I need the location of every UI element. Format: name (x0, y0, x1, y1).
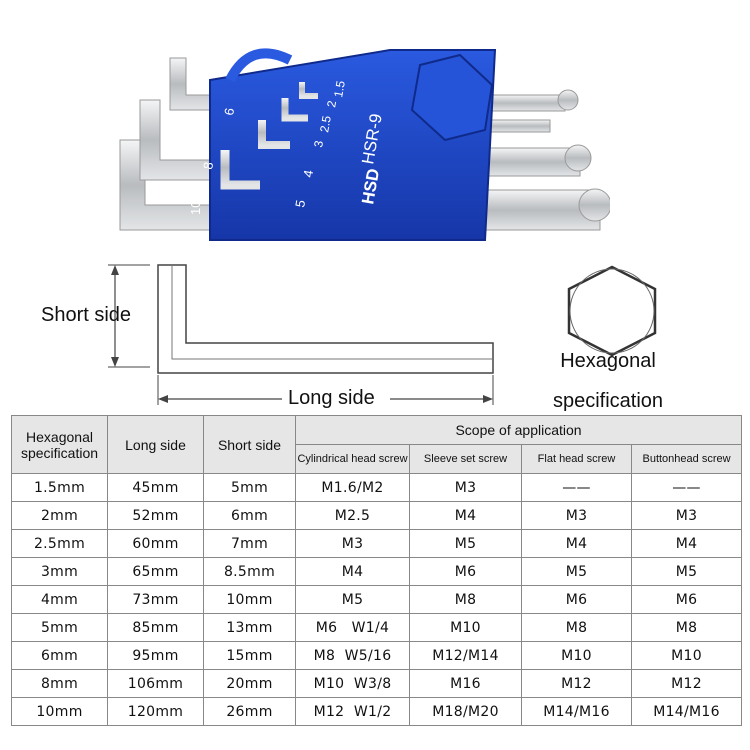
table-cell: 5mm (11, 613, 108, 642)
size-label-4: 4 (300, 169, 316, 179)
table-cell: M3 (295, 529, 410, 558)
table-cell: 4mm (11, 585, 108, 614)
hexagon-icon (567, 265, 657, 357)
short-side-label: Short side (41, 304, 132, 326)
specification-label: specification (552, 390, 664, 412)
table-cell: 8mm (11, 669, 108, 698)
table-cell: 2mm (11, 501, 108, 530)
table-cell: M4 (409, 501, 522, 530)
table-cell: 85mm (107, 613, 204, 642)
hex-key-set-photo: HSD HSR-9 10 8 6 5 4 3 2.5 2 1.5 (119, 48, 610, 241)
table-cell: M12 (630, 669, 743, 698)
table-cell: 95mm (107, 641, 204, 670)
table-cell: 45mm (107, 473, 204, 502)
table-cell: M5 (409, 529, 522, 558)
table-cell: 60mm (107, 529, 204, 558)
table-cell: M6 (409, 557, 522, 586)
table-cell: M8 (630, 613, 743, 642)
table-cell: M3 (630, 501, 743, 530)
table-cell: 120mm (107, 697, 204, 726)
table-cell: M6 (630, 585, 743, 614)
header-buttonhead: Buttonhead screw (630, 444, 743, 474)
table-cell: 52mm (107, 501, 204, 530)
size-label-2: 2 (324, 99, 339, 108)
table-cell: M3 (521, 501, 632, 530)
table-cell: M10 (409, 613, 522, 642)
table-cell: M5 (295, 585, 410, 614)
table-cell: 6mm (11, 641, 108, 670)
table-cell: 1.5mm (11, 473, 108, 502)
table-cell: M5 (630, 557, 743, 586)
long-side-label: Long side (288, 387, 375, 409)
table-cell: M8 (521, 613, 632, 642)
size-label-5: 5 (292, 199, 308, 209)
table-cell: 6mm (203, 501, 296, 530)
table-cell: M8 (409, 585, 522, 614)
table-cell: M6 (521, 585, 632, 614)
table-cell: M4 (295, 557, 410, 586)
table-cell: M3 (409, 473, 522, 502)
table-cell: 26mm (203, 697, 296, 726)
size-label-2-5: 2.5 (317, 114, 334, 133)
header-flat-head: Flat head screw (521, 444, 632, 474)
table-cell: 65mm (107, 557, 204, 586)
table-cell: 73mm (107, 585, 204, 614)
table-cell: M6 W1/4 (295, 613, 410, 642)
table-cell: M10 W3/8 (295, 669, 410, 698)
header-long-side: Long side (107, 415, 204, 474)
size-label-6: 6 (221, 107, 237, 117)
table-cell: M2.5 (295, 501, 410, 530)
header-scope: Scope of application (294, 415, 743, 445)
table-cell: 7mm (203, 529, 296, 558)
table-cell: —— (630, 473, 743, 502)
hexagonal-label: Hexagonal (560, 350, 656, 372)
header-cylindrical: Cylindrical head screw (295, 444, 410, 474)
table-cell: M12/M14 (409, 641, 522, 670)
table-cell: 20mm (203, 669, 296, 698)
table-cell: 3mm (11, 557, 108, 586)
header-sleeve-set: Sleeve set screw (409, 444, 522, 474)
table-cell: M8 W5/16 (295, 641, 410, 670)
table-cell: M5 (521, 557, 632, 586)
size-label-10: 10 (188, 201, 203, 215)
header-short-side: Short side (203, 415, 296, 474)
table-cell: M14/M16 (630, 697, 743, 726)
size-label-1-5: 1.5 (331, 79, 348, 98)
table-cell: M12 W1/2 (295, 697, 410, 726)
table-cell: 2.5mm (11, 529, 108, 558)
table-cell: M16 (409, 669, 522, 698)
size-label-3: 3 (311, 139, 326, 148)
table-cell: M12 (521, 669, 632, 698)
table-cell: 13mm (203, 613, 296, 642)
table-cell: 10mm (203, 585, 296, 614)
table-cell: —— (521, 473, 632, 502)
size-label-8: 8 (200, 161, 216, 171)
table-cell: M14/M16 (521, 697, 632, 726)
table-cell: M4 (630, 529, 743, 558)
table-cell: M4 (521, 529, 632, 558)
table-cell: M10 (521, 641, 632, 670)
table-cell: 10mm (11, 697, 108, 726)
table-cell: 15mm (203, 641, 296, 670)
table-cell: M1.6/M2 (295, 473, 410, 502)
dimension-diagram (108, 264, 657, 405)
table-cell: 5mm (203, 473, 296, 502)
table-cell: 8.5mm (203, 557, 296, 586)
table-cell: M18/M20 (409, 697, 522, 726)
table-cell: 106mm (107, 669, 204, 698)
table-cell: M10 (630, 641, 743, 670)
